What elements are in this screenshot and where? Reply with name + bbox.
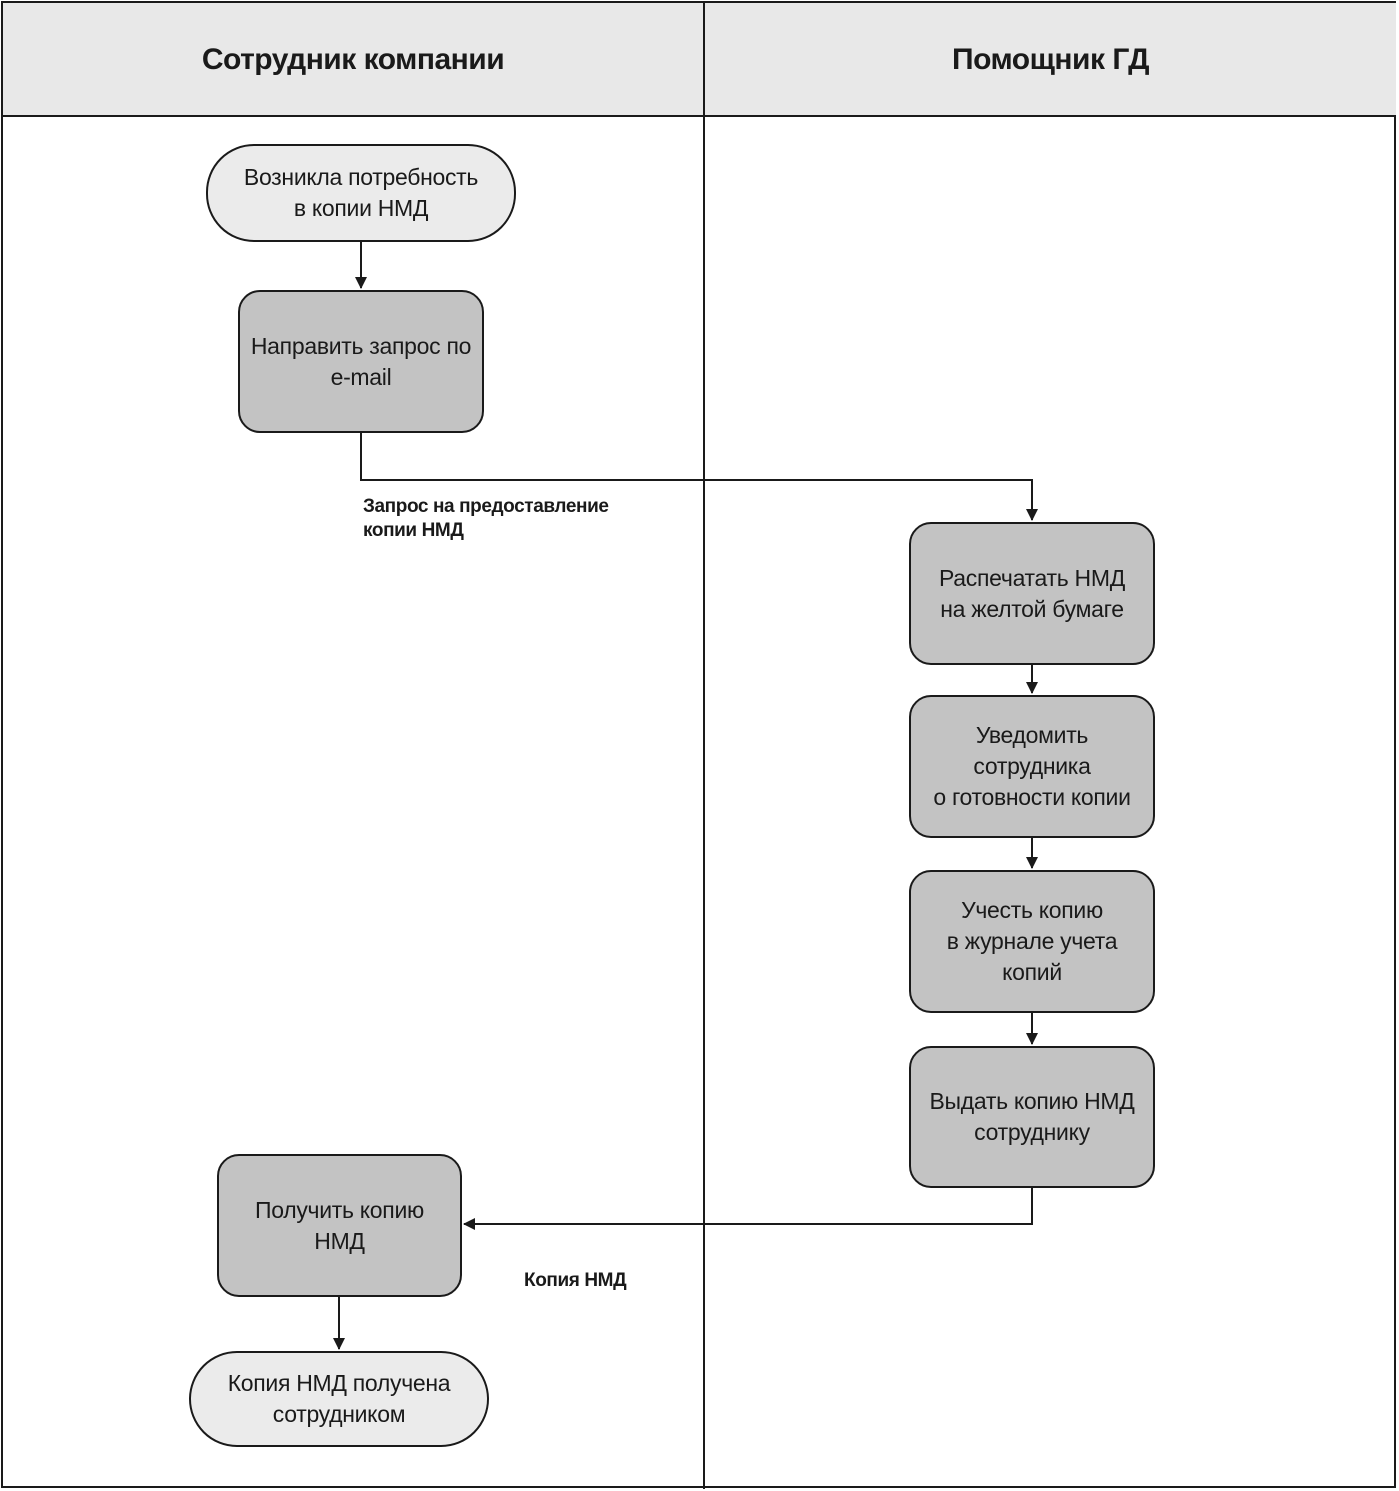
arrow-issue-to-receive bbox=[463, 1188, 1033, 1230]
task-receive: Получить копию НМД bbox=[217, 1154, 462, 1297]
lane-header-assistant: Помощник ГД bbox=[705, 3, 1396, 116]
flow-label-request: Запрос на предоставление копии НМД bbox=[363, 496, 609, 541]
task-notify: Уведомить сотрудника о готовности копии bbox=[909, 695, 1155, 838]
task-print: Распечатать НМД на желтой бумаге bbox=[909, 522, 1155, 665]
task-issue: Выдать копию НМД сотруднику bbox=[909, 1046, 1155, 1188]
task-register: Учесть копию в журнале учета копий bbox=[909, 870, 1155, 1013]
start-event: Возникла потребность в копии НМД bbox=[206, 144, 516, 242]
header-divider bbox=[3, 115, 1396, 117]
task-send-request: Направить запрос по e-mail bbox=[238, 290, 484, 433]
lane-header-employee: Сотрудник компании bbox=[3, 3, 703, 116]
flow-label-copy: Копия НМД bbox=[524, 1270, 627, 1291]
arrow-request-to-print bbox=[360, 433, 1038, 521]
lane-divider bbox=[703, 3, 705, 1489]
end-event: Копия НМД получена сотрудником bbox=[189, 1351, 489, 1447]
